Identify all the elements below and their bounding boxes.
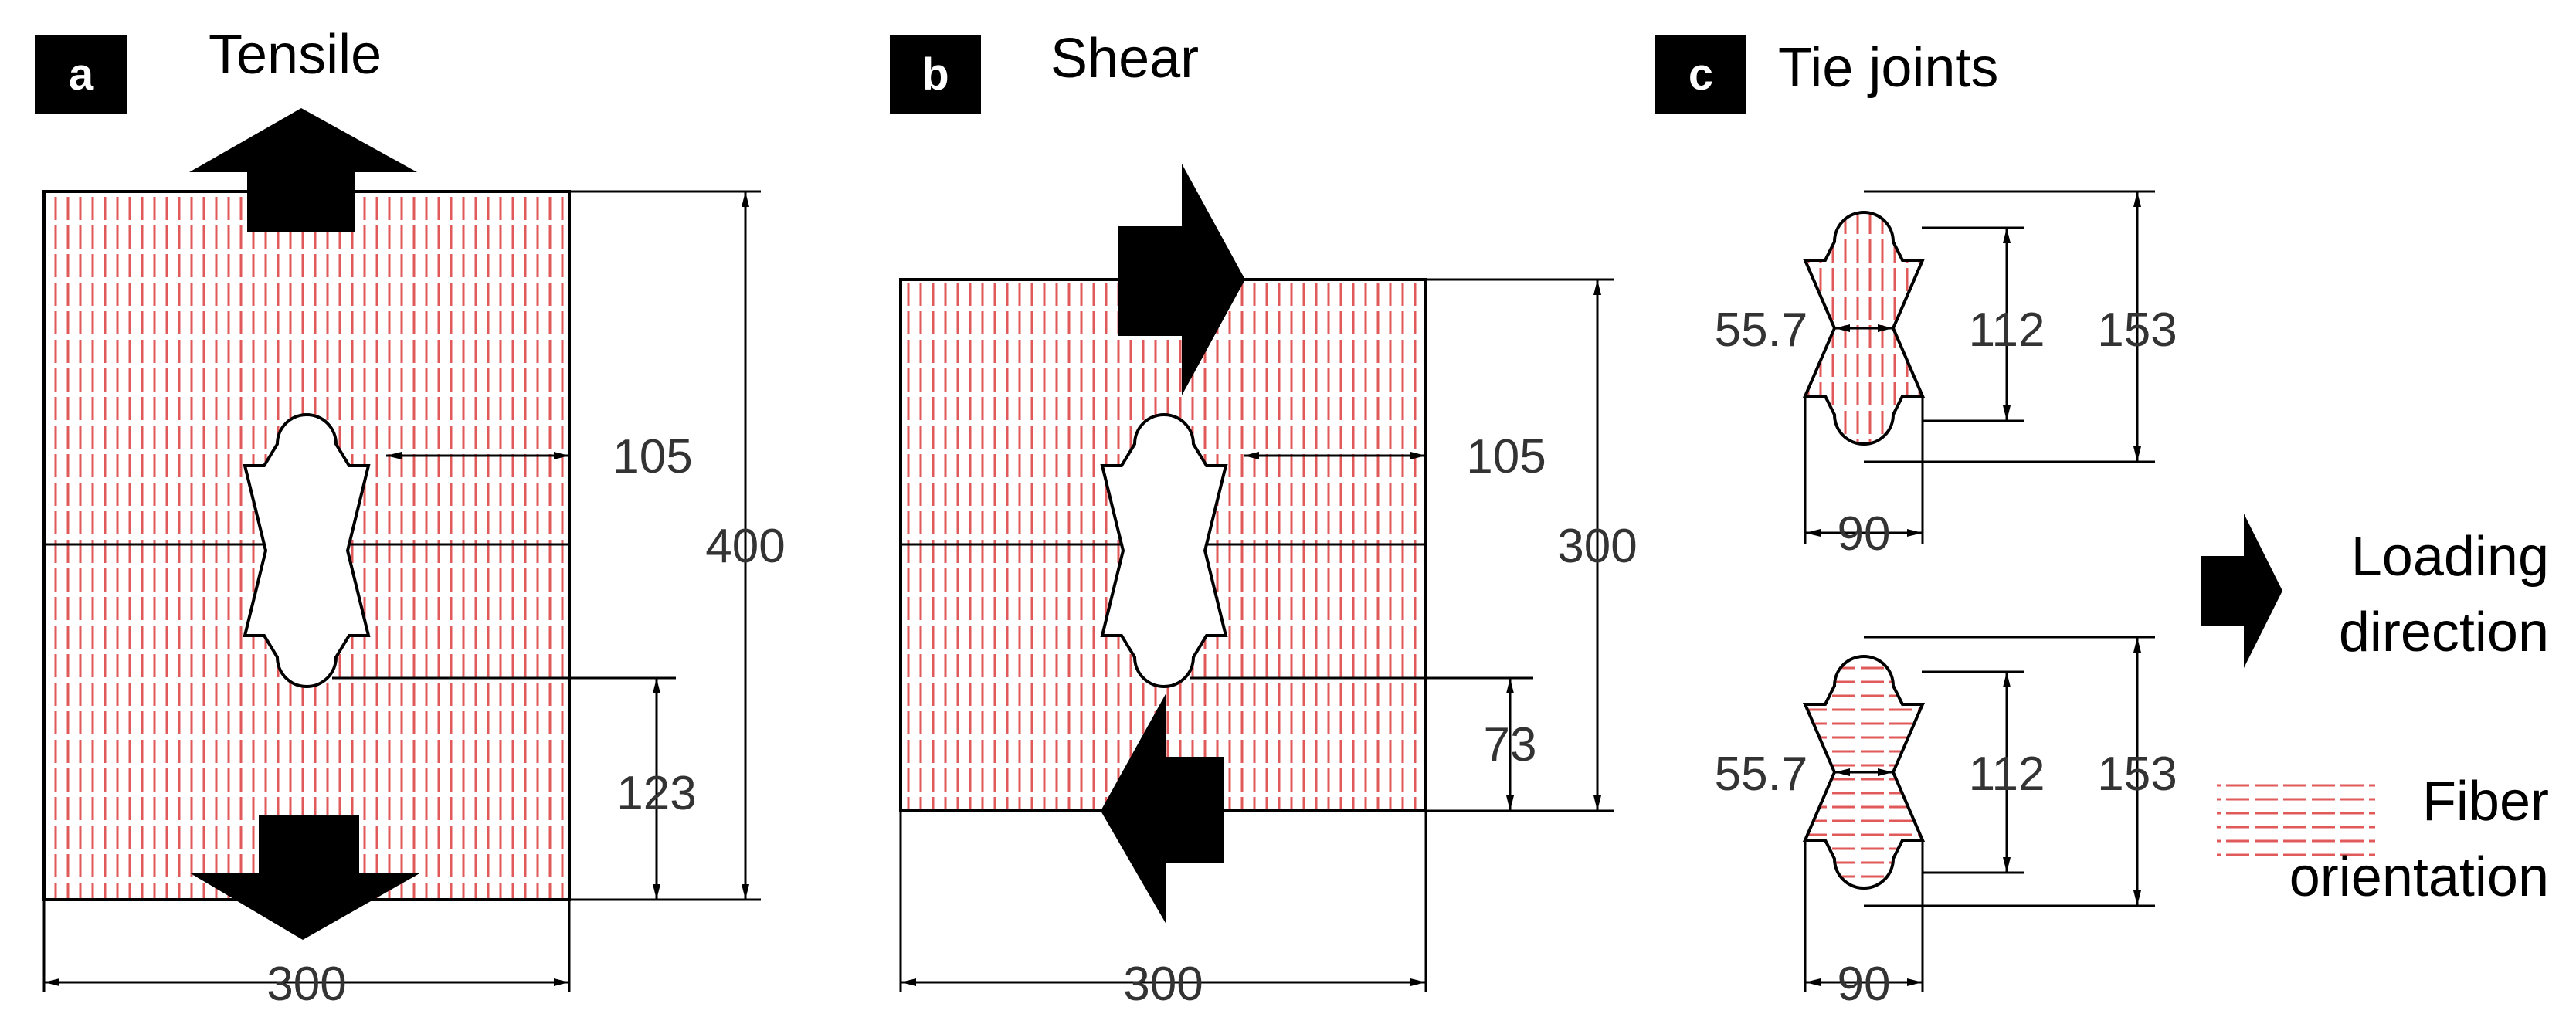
tensile-width-label: 300 xyxy=(266,958,346,1011)
panel-a-title: Tensile xyxy=(209,24,382,86)
panel-c-badge-label: c xyxy=(1688,49,1713,100)
joint1-inner-height-label: 112 xyxy=(1969,303,2045,357)
fiber-orientation-swatch xyxy=(2217,780,2375,865)
joint2-neck-label: 55.7 xyxy=(1715,748,1808,801)
fiber-orientation-label-line2: orientation xyxy=(2289,846,2549,908)
panel-b-title: Shear xyxy=(1050,28,1199,90)
tensile-load-arrow-up xyxy=(189,108,417,232)
tensile-height-label: 400 xyxy=(705,520,785,573)
tie-joint-horizontal-fiber: 153 112 55.7 90 xyxy=(1715,636,2177,1011)
panel-c-badge xyxy=(1655,35,1746,114)
shear-load-arrow-right xyxy=(1118,164,1245,395)
panel-c-title: Tie joints xyxy=(1778,37,1998,99)
joint1-total-height-label: 153 xyxy=(2097,303,2177,357)
panel-b-badge-label: b xyxy=(921,49,949,100)
fiber-orientation-label-line1: Fiber xyxy=(2422,771,2549,832)
panel-c: c Tie joints 153 112 55.7 90 153 xyxy=(1655,35,2549,1011)
panel-a-badge-label: a xyxy=(69,49,94,100)
panel-b: b Shear 300 300 105 73 xyxy=(890,28,1638,1011)
loading-direction-label-line1: Loading xyxy=(2351,526,2549,588)
loading-direction-arrow-icon xyxy=(2201,514,2282,668)
panel-b-badge xyxy=(890,35,981,114)
joint2-inner-height-label: 112 xyxy=(1969,748,2045,801)
legend: Loading direction Fiber orientation xyxy=(2201,514,2549,908)
shear-height-label: 300 xyxy=(1557,520,1637,573)
panel-a-badge xyxy=(35,35,127,114)
shear-width-label: 300 xyxy=(1123,958,1203,1011)
joint2-total-height-label: 153 xyxy=(2097,748,2177,801)
tie-joint-vertical-fiber: 153 112 55.7 90 xyxy=(1715,190,2177,561)
tensile-edge-label: 105 xyxy=(613,430,692,483)
panel-a: a Tensile 400 300 105 123 xyxy=(35,24,786,1011)
joint1-width-label: 90 xyxy=(1838,507,1891,561)
tensile-load-arrow-down xyxy=(189,815,421,940)
shear-bottom-label: 73 xyxy=(1484,718,1537,771)
shear-load-arrow-left xyxy=(1101,693,1224,924)
tensile-bottom-label: 123 xyxy=(616,767,696,820)
shear-edge-label: 105 xyxy=(1466,430,1546,483)
joint2-width-label: 90 xyxy=(1838,958,1891,1011)
loading-direction-label-line2: direction xyxy=(2339,602,2549,663)
joint1-neck-label: 55.7 xyxy=(1715,303,1808,357)
